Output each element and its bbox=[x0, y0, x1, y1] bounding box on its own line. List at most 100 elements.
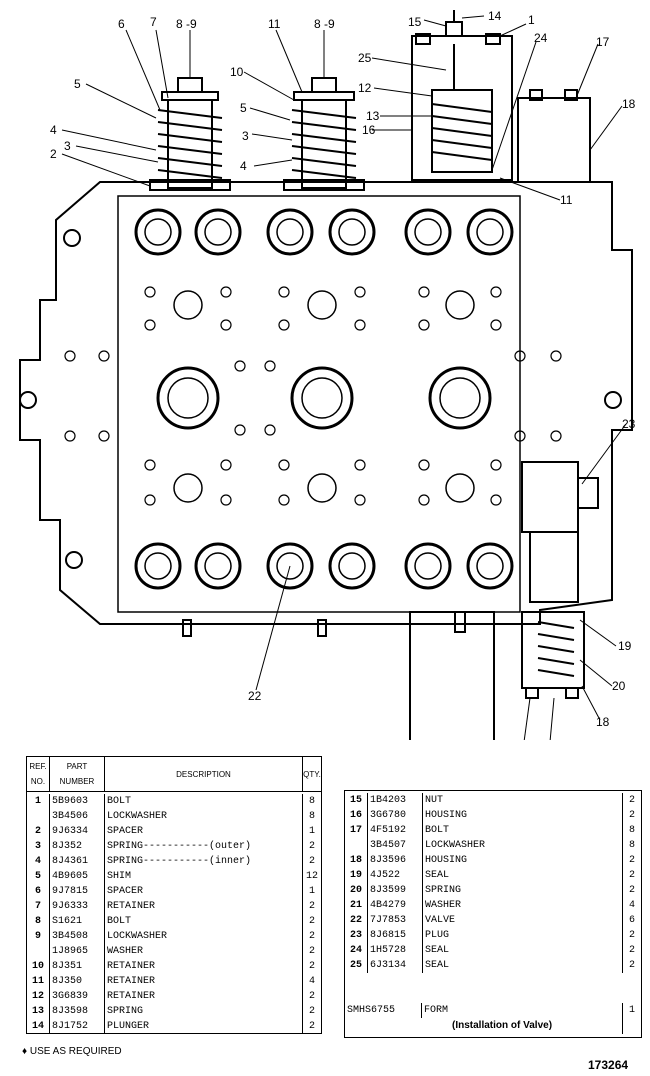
cell-ref: 10 bbox=[27, 959, 50, 974]
cell-ref: 8 bbox=[27, 914, 50, 929]
cell-pn: 4B4279 bbox=[368, 898, 423, 913]
cell-qty: 2 bbox=[308, 901, 315, 912]
cell-qty: 12 bbox=[305, 871, 318, 882]
cell-pn: 4F5192 bbox=[368, 823, 423, 838]
cell-ref: 21 bbox=[345, 898, 368, 913]
cell-ref: 1 bbox=[27, 794, 50, 809]
cell-desc: SPRING bbox=[105, 1004, 303, 1019]
callout: 18 bbox=[596, 715, 610, 729]
cell-ref: 14 bbox=[27, 1019, 50, 1034]
cell-qty: 6 bbox=[628, 915, 635, 926]
cell-ref bbox=[345, 838, 368, 853]
cell-qty: 2 bbox=[308, 931, 315, 942]
cell-desc: SEAL bbox=[423, 958, 623, 973]
cell-pn: 1J8965 bbox=[50, 944, 105, 959]
cell-qty: 2 bbox=[628, 945, 635, 956]
cell-desc: RETAINER bbox=[105, 989, 303, 1004]
cell-pn: 3G6839 bbox=[50, 989, 105, 1004]
cell-desc: HOUSING bbox=[423, 853, 623, 868]
cell-ref: 5 bbox=[27, 869, 50, 884]
callout: 5 bbox=[74, 77, 81, 91]
cell-pn: 8J6815 bbox=[368, 928, 423, 943]
cell-ref: 11 bbox=[27, 974, 50, 989]
callout: 16 bbox=[362, 123, 376, 137]
footnote: ♦ USE AS REQUIRED bbox=[22, 1046, 122, 1057]
figure-number: 173264 bbox=[588, 1058, 629, 1072]
cell-qty: 1 bbox=[308, 886, 315, 897]
cell-qty: 2 bbox=[308, 916, 315, 927]
cell-pn: 4J522 bbox=[368, 868, 423, 883]
cell-ref: 9 bbox=[27, 929, 50, 944]
cell-ref: 4 bbox=[27, 854, 50, 869]
cell-qty: 1 bbox=[308, 826, 315, 837]
cell-desc: LOCKWASHER bbox=[105, 929, 303, 944]
cell-pn: 4B9605 bbox=[50, 869, 105, 884]
cell-pn: 9J6333 bbox=[50, 899, 105, 914]
callout: 19 bbox=[618, 639, 632, 653]
callout: 23 bbox=[622, 417, 636, 431]
cell-pn: 8J3598 bbox=[50, 1004, 105, 1019]
callout: 25 bbox=[358, 51, 372, 65]
cell-ref: 6 bbox=[27, 884, 50, 899]
cell-pn: 8J1752 bbox=[50, 1019, 105, 1034]
qty-header: QTY. bbox=[303, 769, 321, 779]
cell-desc: RETAINER bbox=[105, 899, 303, 914]
cell-pn: 8J350 bbox=[50, 974, 105, 989]
cell-desc: WASHER bbox=[423, 898, 623, 913]
cell-desc: HOUSING bbox=[423, 808, 623, 823]
form-part-number: SMHS6755 bbox=[345, 1003, 422, 1018]
cell-qty: 8 bbox=[628, 825, 635, 836]
cell-desc: SHIM bbox=[105, 869, 303, 884]
cell-qty: 2 bbox=[308, 961, 315, 972]
callout: 14 bbox=[488, 9, 502, 23]
cell-desc: WASHER bbox=[105, 944, 303, 959]
cell-ref: 19 bbox=[345, 868, 368, 883]
cell-pn: S1621 bbox=[50, 914, 105, 929]
cell-qty: 4 bbox=[308, 976, 315, 987]
cell-qty: 2 bbox=[308, 1021, 315, 1032]
table-header: REF. NO. PART NUMBER DESCRIPTION QTY. bbox=[27, 757, 321, 792]
cell-desc: NUT bbox=[423, 793, 623, 808]
cell-qty: 8 bbox=[308, 811, 315, 822]
callout: 10 bbox=[230, 65, 244, 79]
cell-qty: 2 bbox=[628, 930, 635, 941]
cell-ref: 12 bbox=[27, 989, 50, 1004]
cell-ref: 18 bbox=[345, 853, 368, 868]
cell-qty: 2 bbox=[628, 870, 635, 881]
cell-pn: 7J7853 bbox=[368, 913, 423, 928]
cell-pn: 6J3134 bbox=[368, 958, 423, 973]
desc-header: DESCRIPTION bbox=[105, 757, 303, 791]
cell-ref: 24 bbox=[345, 943, 368, 958]
valve-body-outline bbox=[19, 181, 633, 625]
cell-desc: LOCKWASHER bbox=[105, 809, 303, 824]
callout: 3 bbox=[64, 139, 71, 153]
cell-pn: 3B4506 bbox=[50, 809, 105, 824]
callout: 12 bbox=[358, 81, 372, 95]
callout: 22 bbox=[248, 689, 262, 703]
cell-pn: 1B4203 bbox=[368, 793, 423, 808]
cell-pn: 8J352 bbox=[50, 839, 105, 854]
callout: 15 bbox=[408, 15, 422, 29]
callout: 11 bbox=[560, 193, 573, 207]
cell-qty: 2 bbox=[308, 946, 315, 957]
